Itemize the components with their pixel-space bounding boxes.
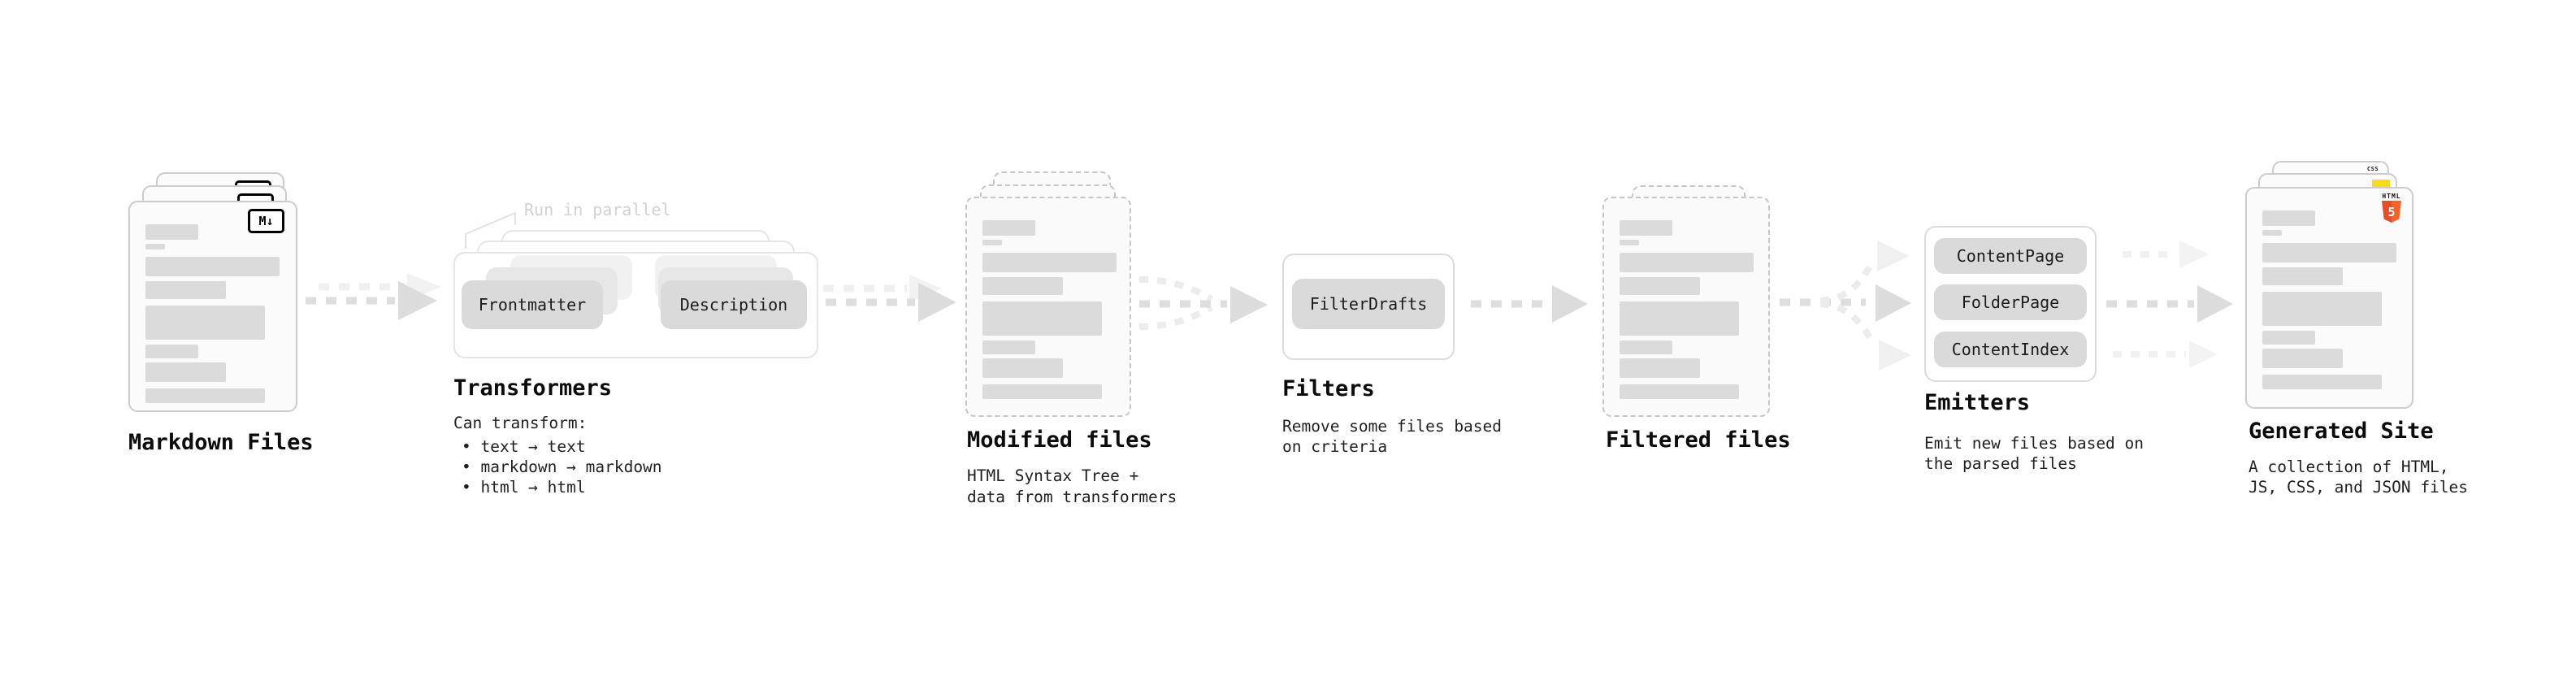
pill-contentpage: ContentPage [1934,238,2087,274]
doc-line [2262,267,2343,285]
arrow-transformers-to-modified [823,275,956,322]
modified-caption-line: HTML Syntax Tree + [967,466,1139,485]
html5-icon: HTML 5 [2381,193,2402,223]
doc-line [1620,384,1739,399]
doc-line [982,240,1002,245]
doc-line [982,253,1117,272]
arrow-emitters-to-generated [2106,241,2233,368]
doc-line [982,358,1063,378]
markdown-icon: M↓ [248,209,284,233]
filters-caption-line: on criteria [1282,437,1388,456]
doc-line [1620,277,1700,295]
pill-frontmatter: Frontmatter [462,280,603,329]
doc-line [982,384,1102,399]
transformers-bullet: • text → text [462,437,586,456]
doc-line [1620,301,1739,336]
doc-line [145,257,280,276]
stage-label-markdown-files: Markdown Files [128,430,314,455]
doc-line [145,244,165,249]
doc-line [2262,292,2382,326]
generated-caption-line: JS, CSS, and JSON files [2249,478,2469,497]
doc-line [145,224,198,240]
stage-label-modified-files: Modified files [967,427,1152,453]
pill-contentindex: ContentIndex [1934,332,2087,367]
run-in-parallel-note: Run in parallel [524,200,671,219]
doc-line [2262,243,2396,262]
markdown-page-front: M↓ [128,201,297,412]
doc-line [145,345,198,358]
transformers-caption-title: Can transform: [453,414,588,432]
doc-line [1620,340,1672,354]
doc-line [1620,240,1639,245]
doc-line [1620,253,1754,272]
doc-line [2262,230,2282,236]
doc-line [2262,349,2343,368]
modified-caption-line: data from transformers [967,488,1177,506]
doc-line [2262,210,2315,226]
generated-caption-line: A collection of HTML, [2249,458,2449,476]
doc-line [982,301,1102,336]
stage-label-generated-site: Generated Site [2249,419,2434,444]
stage-label-filters: Filters [1282,376,1375,401]
doc-line [1620,220,1672,236]
doc-line [982,220,1035,236]
arrow-modified-to-filters [1138,276,1268,330]
stage-label-emitters: Emitters [1924,390,2031,415]
stage-label-filtered-files: Filtered files [1606,427,1791,453]
doc-line [2262,375,2382,389]
pill-folderpage: FolderPage [1934,284,2087,320]
doc-line [1620,358,1700,378]
filtered-page-front [1602,197,1770,417]
doc-line [982,340,1035,354]
doc-line [145,388,265,403]
generated-page-front: HTML 5 [2245,187,2413,409]
transformers-bullet: • html → html [462,478,586,497]
stage-label-transformers: Transformers [453,375,613,401]
doc-line [145,281,226,299]
transformers-bullet: • markdown → markdown [462,458,662,476]
modified-page-front [965,197,1131,417]
emitters-caption-line: Emit new files based on [1924,434,2144,453]
arrow-markdown-to-transformers [306,273,441,320]
arrow-filtered-to-emitters [1780,241,1911,371]
filters-caption-line: Remove some files based [1282,417,1503,436]
doc-line [145,362,226,382]
doc-line [145,306,265,340]
note-leader-line [465,212,516,249]
emitters-caption-line: the parsed files [1924,454,2077,473]
pill-description: Description [661,280,807,329]
doc-line [2262,331,2315,345]
arrow-filters-to-filtered [1471,285,1588,323]
pill-filterdrafts: FilterDrafts [1292,279,1445,329]
doc-line [982,277,1063,295]
